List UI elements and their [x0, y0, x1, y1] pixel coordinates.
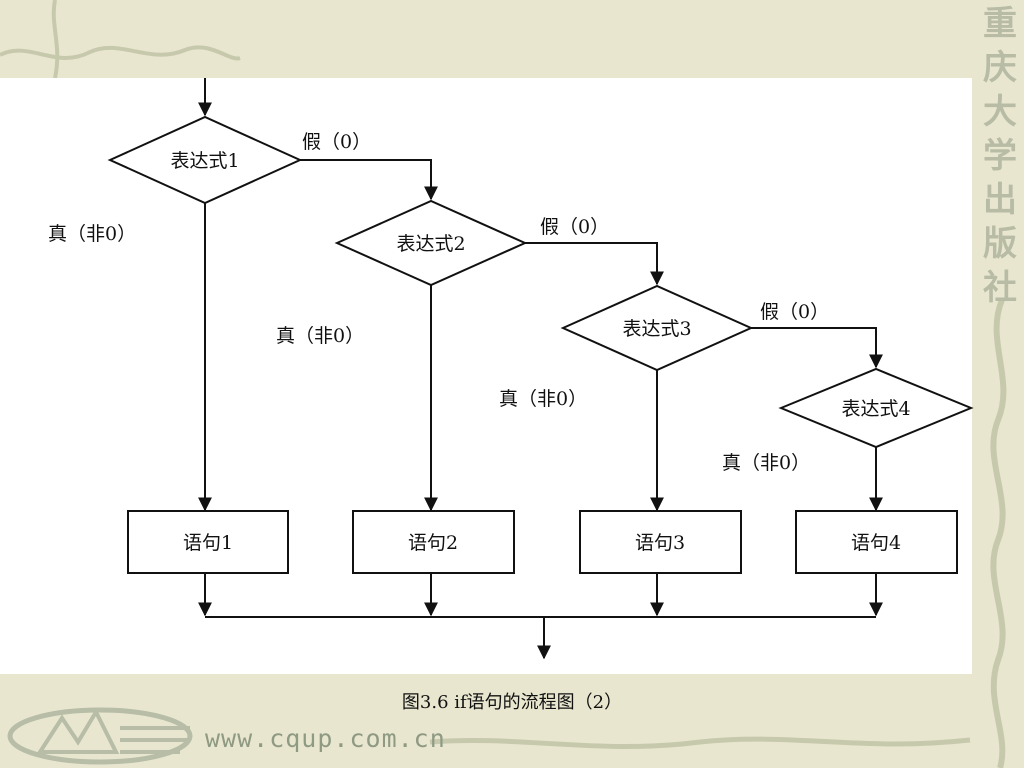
condition-label-2: 表达式2	[396, 233, 465, 255]
statement-box-4	[795, 510, 958, 574]
false-branch-1	[300, 159, 438, 201]
publisher-char: 重	[983, 4, 1017, 44]
statement-box-2	[352, 510, 515, 574]
false-branch-3	[751, 327, 883, 369]
statement-box-1	[127, 510, 289, 574]
publisher-char: 学	[983, 136, 1017, 176]
condition-label-1: 表达式1	[170, 150, 239, 172]
publisher-char: 出	[983, 180, 1017, 220]
publisher-char: 大	[983, 92, 1017, 132]
top-left-vine-stem	[51, 0, 60, 79]
statement-label-4: 语句4	[851, 532, 901, 554]
true-label-1: 真（非0）	[48, 223, 136, 245]
statement-label-1: 语句1	[183, 532, 233, 554]
statement-box-3	[579, 510, 742, 574]
true-label-3: 真（非0）	[499, 388, 587, 410]
condition-diamond-4	[778, 367, 974, 449]
figure-caption: 图3.6 if语句的流程图（2）	[401, 692, 623, 713]
publisher-char: 版	[983, 224, 1017, 264]
false-label-3: 假（0）	[760, 301, 829, 323]
false-label-2: 假（0）	[540, 216, 609, 238]
right-vine-decoration	[990, 298, 1007, 768]
statement-label-2: 语句2	[408, 532, 458, 554]
condition-label-3: 表达式3	[622, 318, 691, 340]
publisher-logo-icon	[7, 707, 193, 765]
bottom-vine-decoration	[429, 736, 971, 749]
false-label-1: 假（0）	[302, 131, 371, 153]
publisher-website: www.cqup.com.cn	[205, 724, 446, 753]
true-label-4: 真（非0）	[722, 452, 810, 474]
publisher-char: 庆	[983, 48, 1017, 88]
publisher-name: 重 庆 大 学 出 版 社	[978, 2, 1022, 310]
true-label-2: 真（非0）	[276, 325, 364, 347]
false-branch-2	[525, 242, 664, 286]
top-left-vine-decoration	[0, 45, 241, 61]
statement-label-3: 语句3	[635, 532, 685, 554]
publisher-char: 社	[983, 268, 1017, 308]
condition-label-4: 表达式4	[841, 398, 910, 420]
